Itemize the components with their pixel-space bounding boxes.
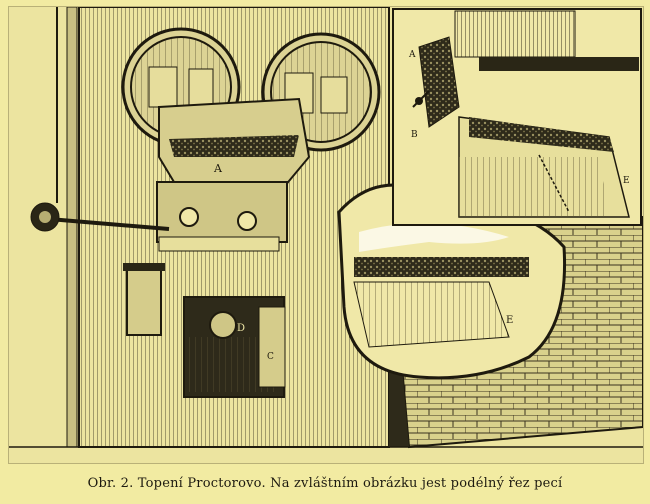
figure-caption: Obr. 2. Topení Proctorovo. Na zvláštním … — [0, 476, 650, 491]
drive-shaft — [30, 7, 170, 232]
piston-cylinder — [123, 263, 165, 336]
feed-mechanism — [156, 181, 288, 252]
label-bridge: E — [506, 315, 513, 326]
label-hopper: A — [213, 162, 223, 175]
caption-text: Na zvláštním obrázku jest podélný řez pe… — [270, 476, 563, 491]
coal-hopper: A — [158, 97, 311, 188]
inset-label-e: E — [623, 176, 630, 186]
label-rod: C — [267, 352, 274, 362]
caption-prefix: Obr. 2. — [87, 476, 134, 491]
caption-title: Topení Proctorovo. — [137, 476, 266, 491]
inset-section: A B E — [392, 8, 642, 226]
inset-lever — [412, 90, 430, 108]
firebox-cutaway: E — [337, 183, 567, 380]
ash-door: D C — [183, 296, 286, 398]
engraving-figure: A D C — [8, 6, 644, 464]
inset-label-b: B — [411, 130, 418, 140]
label-grate: D — [237, 323, 245, 334]
inset-label-a: A — [408, 50, 416, 60]
